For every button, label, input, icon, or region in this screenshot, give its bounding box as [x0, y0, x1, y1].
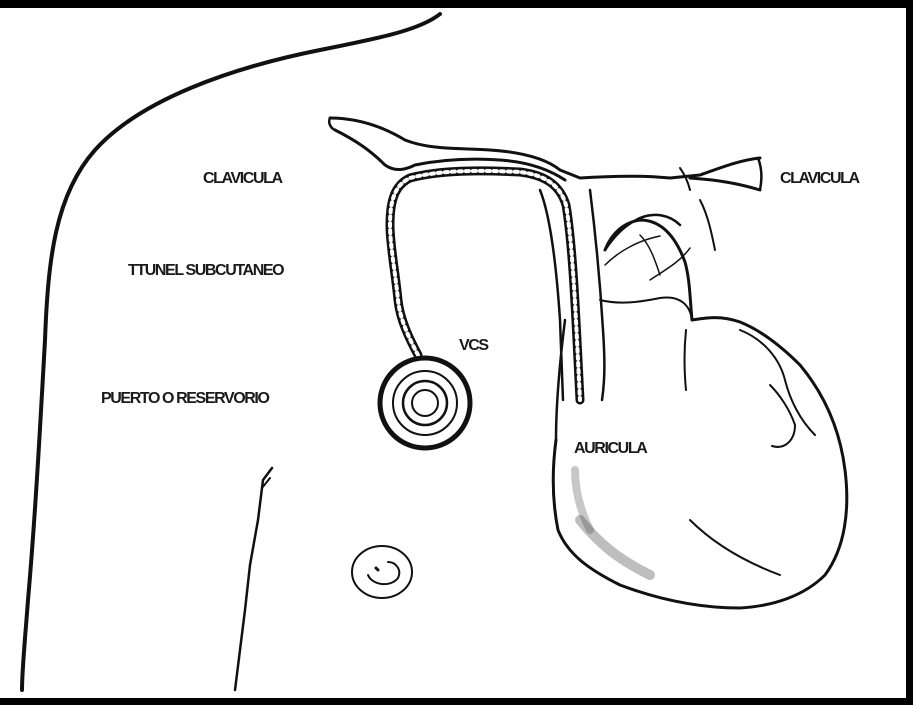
torso-outline — [22, 14, 440, 690]
auricle-line — [685, 330, 687, 390]
catheter-tube — [390, 171, 580, 400]
vessel-branch-1 — [700, 200, 715, 250]
heart-outline — [553, 220, 847, 608]
clavicle-left-end — [329, 118, 335, 130]
clavicle-right-end — [758, 158, 761, 190]
svc-wall-right — [590, 190, 604, 400]
nipple-inner — [368, 562, 399, 584]
label-port: PUERTO O RESERVORIO — [101, 390, 269, 408]
nipple-dot — [376, 568, 378, 570]
armpit-fold — [235, 468, 272, 690]
label-clavicle-left: CLAVICULA — [203, 170, 282, 188]
clavicle-right-shape — [690, 178, 760, 190]
port-ring-2 — [403, 381, 447, 425]
interventricular-line — [690, 520, 780, 575]
catheter-tube-inner — [390, 171, 580, 400]
label-vcs: VCS — [459, 337, 488, 355]
pulmonary-artery — [600, 297, 692, 320]
label-auricle: AURICULA — [574, 440, 646, 458]
appendage — [770, 385, 795, 447]
port-ring-3 — [412, 390, 438, 416]
label-tunnel: TTUNEL SUBCUTANEO — [128, 262, 283, 280]
clavicle-right-mid — [680, 168, 690, 190]
label-clavicle-right: CLAVICULA — [780, 170, 859, 188]
nipple-outer — [352, 546, 412, 598]
